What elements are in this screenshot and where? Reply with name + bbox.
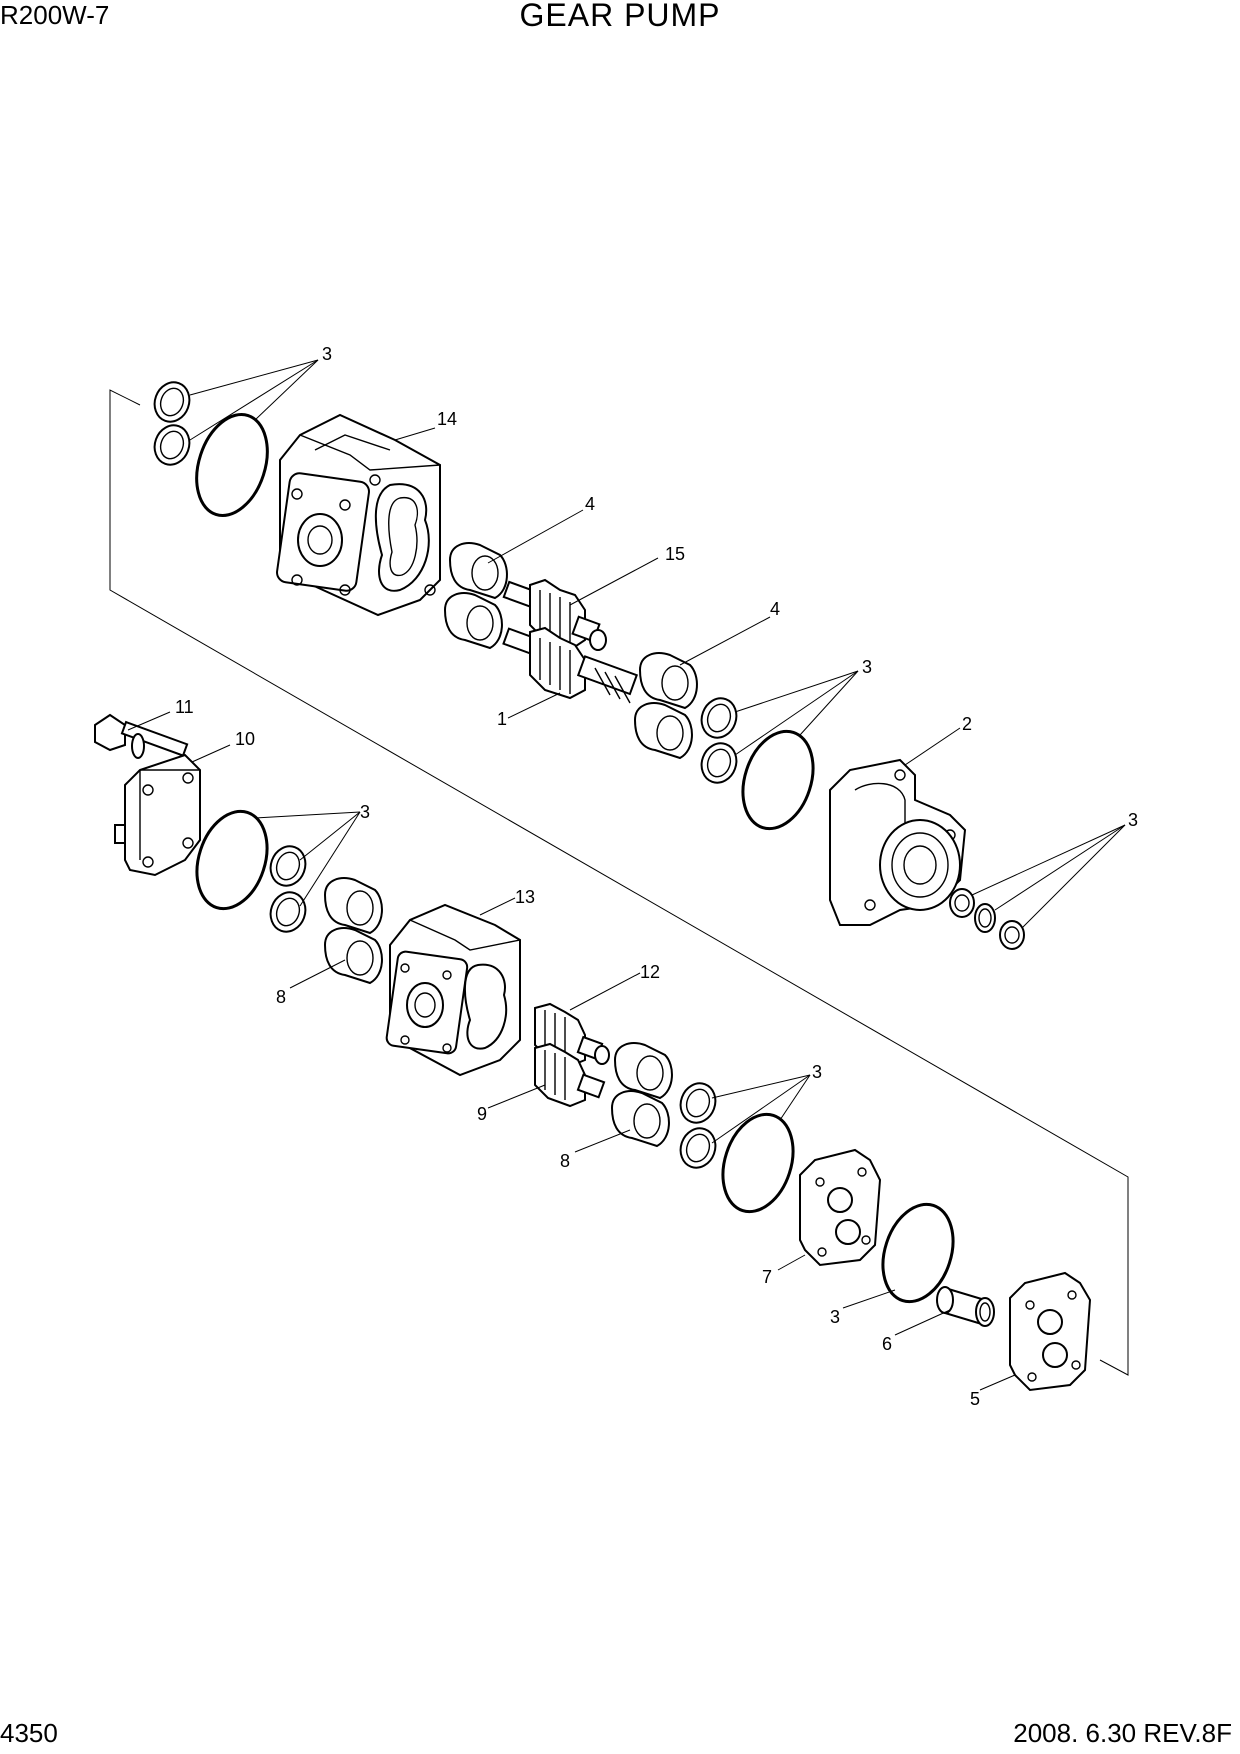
pump-body-part-14 — [276, 413, 441, 617]
driven-gear-part-1 — [502, 626, 639, 704]
callout-5: 5 — [970, 1389, 980, 1409]
leader-lines — [127, 359, 1126, 1391]
bearing-block-part-8-left — [323, 877, 383, 985]
revision-date: 2008. 6.30 REV.8F — [1013, 1718, 1232, 1748]
seal-rings-lower-left — [269, 845, 307, 933]
bearing-block-part-4-middle — [633, 652, 698, 760]
callout-3: 3 — [812, 1062, 822, 1082]
callout-14: 14 — [437, 409, 457, 429]
callout-1: 1 — [497, 709, 507, 729]
callout-4: 4 — [770, 599, 780, 619]
bearing-block-part-8-right — [610, 1042, 673, 1148]
callout-3: 3 — [830, 1307, 840, 1327]
mounting-flange-part-2 — [829, 758, 967, 926]
o-ring-lower-right — [881, 1202, 955, 1304]
shaft-seals-right — [949, 888, 1025, 950]
callout-10: 10 — [235, 729, 255, 749]
callout-3: 3 — [1128, 810, 1138, 830]
callout-2: 2 — [962, 714, 972, 734]
assembly-frame-line — [109, 389, 1129, 1376]
callout-4: 4 — [585, 494, 595, 514]
callout-7: 7 — [762, 1267, 772, 1287]
callout-9: 9 — [477, 1104, 487, 1124]
bushing-part-6 — [936, 1286, 995, 1327]
callout-3: 3 — [360, 802, 370, 822]
gear-part-9 — [534, 1042, 606, 1108]
seal-rings-upper-left — [153, 381, 191, 466]
callout-6: 6 — [882, 1334, 892, 1354]
seal-rings-middle — [700, 697, 738, 784]
bolt-part-11 — [94, 713, 189, 759]
callout-15: 15 — [665, 544, 685, 564]
page-title: GEAR PUMP — [519, 0, 721, 33]
callout-11: 11 — [175, 697, 194, 717]
plate-part-7 — [799, 1148, 882, 1267]
model-label: R200W-7 — [0, 0, 110, 30]
callout-3: 3 — [862, 657, 872, 677]
o-ring-lower-left — [195, 809, 269, 911]
page-number: 4350 — [0, 1718, 58, 1748]
callout-13: 13 — [515, 887, 535, 907]
pump-body-part-13 — [385, 903, 521, 1077]
seal-rings-lower-middle — [679, 1082, 717, 1169]
rear-cover-part-10 — [114, 753, 201, 877]
o-ring-upper — [195, 413, 269, 517]
bearing-block-part-4-upper — [443, 542, 508, 650]
callout-12: 12 — [640, 962, 660, 982]
end-plate-part-5 — [1009, 1271, 1092, 1392]
o-ring-lower-middle — [721, 1112, 795, 1214]
callout-8: 8 — [276, 987, 286, 1007]
o-ring-middle — [741, 729, 815, 831]
callout-8: 8 — [560, 1151, 570, 1171]
callout-3: 3 — [322, 344, 332, 364]
